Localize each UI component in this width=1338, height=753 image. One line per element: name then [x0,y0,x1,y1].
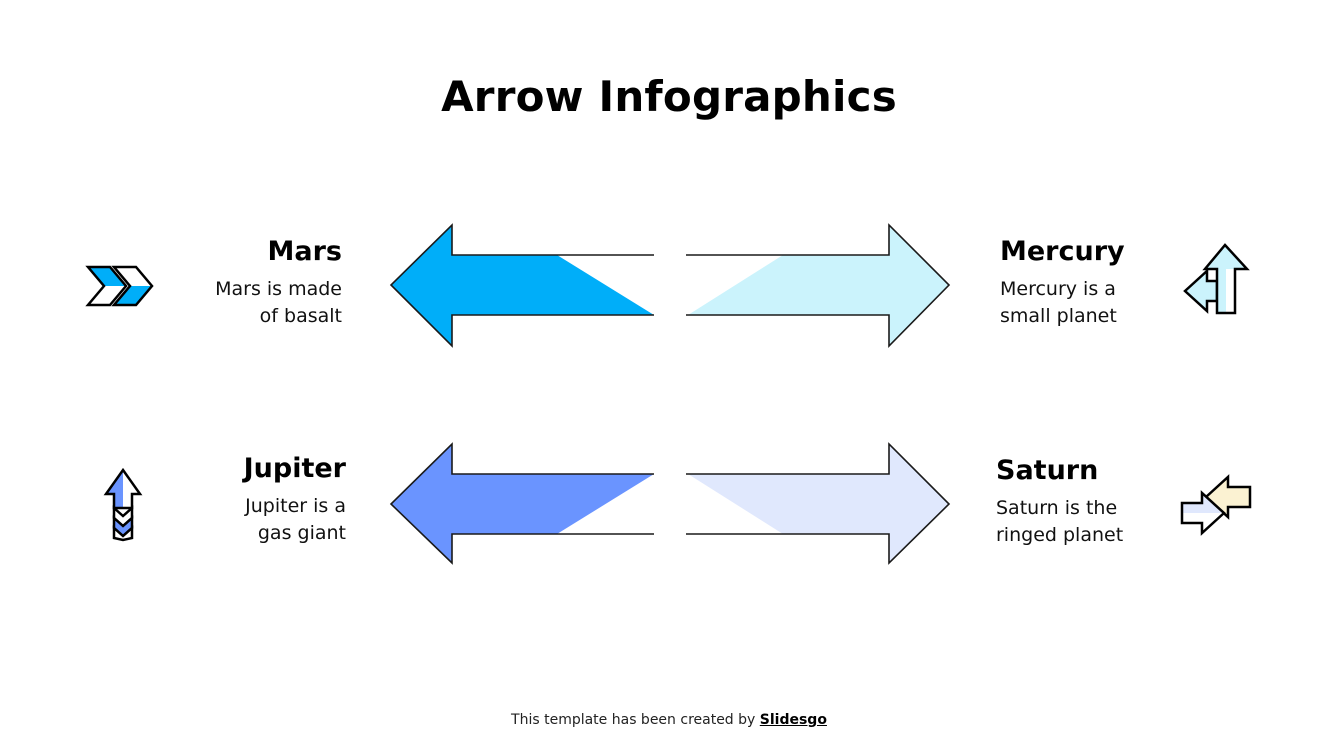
saturn-right-arrow [686,442,951,565]
saturn-text-block: Saturn Saturn is the ringed planet [996,455,1236,549]
mercury-desc-line2: small planet [1000,305,1117,327]
mercury-text-block: Mercury Mercury is a small planet [1000,236,1240,330]
mercury-right-arrow [686,223,951,348]
jupiter-desc-line2: gas giant [257,522,346,544]
mercury-heading: Mercury [1000,236,1125,267]
jupiter-text-block: Jupiter Jupiter is a gas giant [106,453,346,547]
page-title: Arrow Infographics [441,72,897,121]
mars-text-block: Mars Mars is made of basalt [102,236,342,330]
mars-desc-line2: of basalt [259,305,342,327]
split-arrows-icon [1183,243,1250,315]
mercury-desc-line1: Mercury is a [1000,278,1116,300]
mars-desc-line1: Mars is made [215,278,342,300]
saturn-heading: Saturn [996,455,1099,486]
saturn-desc-line2: ringed planet [996,524,1124,546]
footer-text: This template has been created by [511,712,760,728]
jupiter-desc-line1: Jupiter is a [245,495,346,517]
mars-heading: Mars [267,236,342,267]
saturn-desc-line1: Saturn is the [996,497,1118,519]
jupiter-left-arrow [389,442,654,565]
up-arrow-chevrons-icon [103,467,143,542]
jupiter-heading: Jupiter [243,453,346,484]
double-chevron-icon [85,265,154,307]
slidesgo-link[interactable]: Slidesgo [759,712,827,728]
footer-credit: This template has been created by Slides… [0,712,1338,728]
opposing-arrows-icon [1180,474,1252,536]
mars-left-arrow [389,223,654,348]
